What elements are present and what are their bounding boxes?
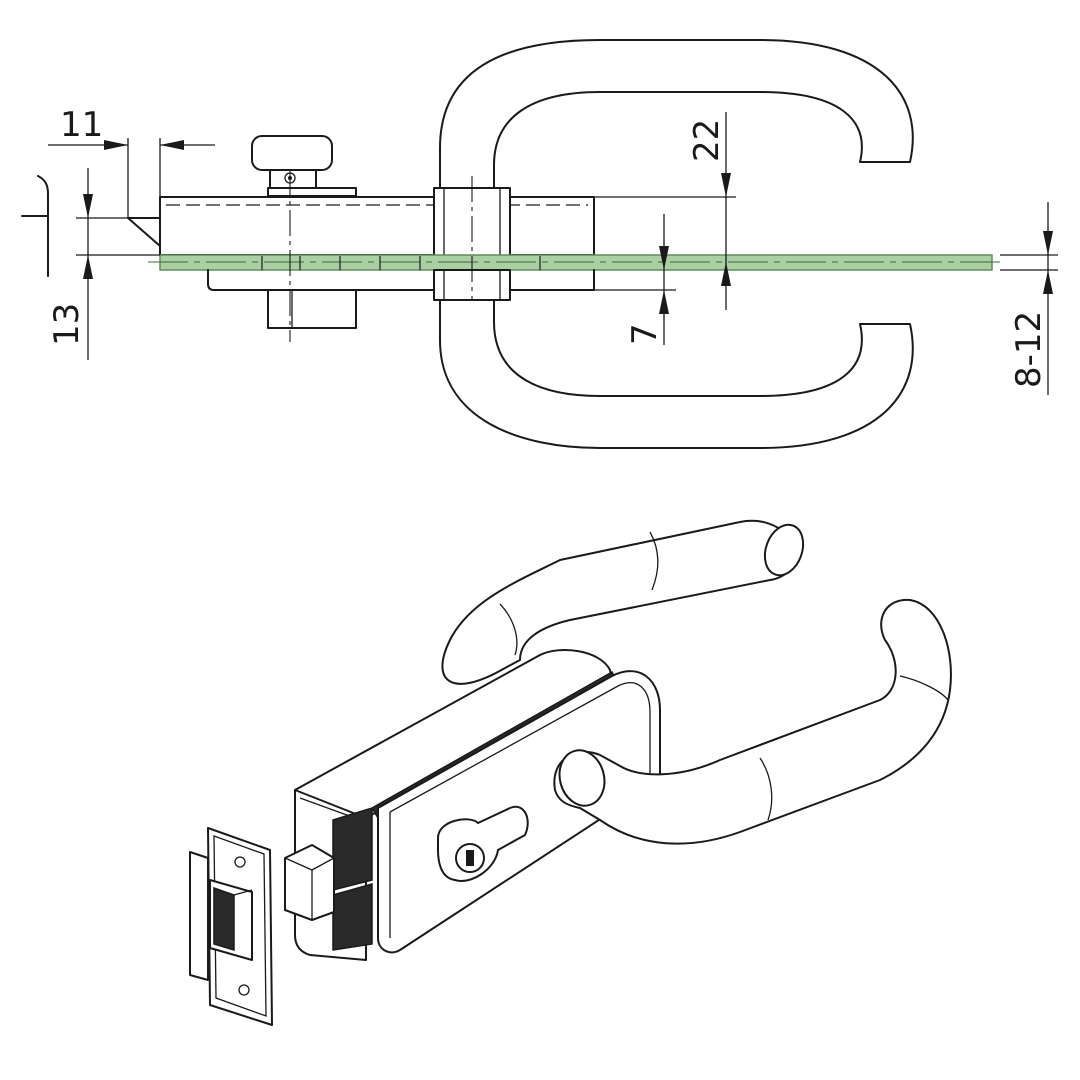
lock-body [127,187,595,265]
lever-handle [439,39,914,449]
thumb-turn [251,135,357,197]
dim-label-8-12: 8-12 [1009,311,1049,388]
dim-latch-offset: 11 [48,105,215,218]
isometric-view [189,519,952,1026]
dim-label-22: 22 [687,119,727,162]
dim-label-13: 13 [47,303,87,346]
latch-symbol [21,175,49,277]
glass-panel [148,254,1000,271]
back-lever [441,519,805,685]
dim-plate-thickness: 7 [594,214,676,345]
top-view: 11 13 22 7 [21,39,1058,449]
latch-bolt [284,844,335,921]
cylinder-lock [437,805,529,882]
dim-latch-height: 13 [47,168,160,360]
dim-handle-offset: 22 [594,112,736,310]
dim-label-7: 7 [625,323,665,345]
dim-label-11: 11 [60,105,103,145]
front-lever [553,598,952,845]
cover-plate [207,269,595,329]
strike-plate [189,827,273,1026]
dim-glass-thickness: 8-12 [1000,202,1058,395]
